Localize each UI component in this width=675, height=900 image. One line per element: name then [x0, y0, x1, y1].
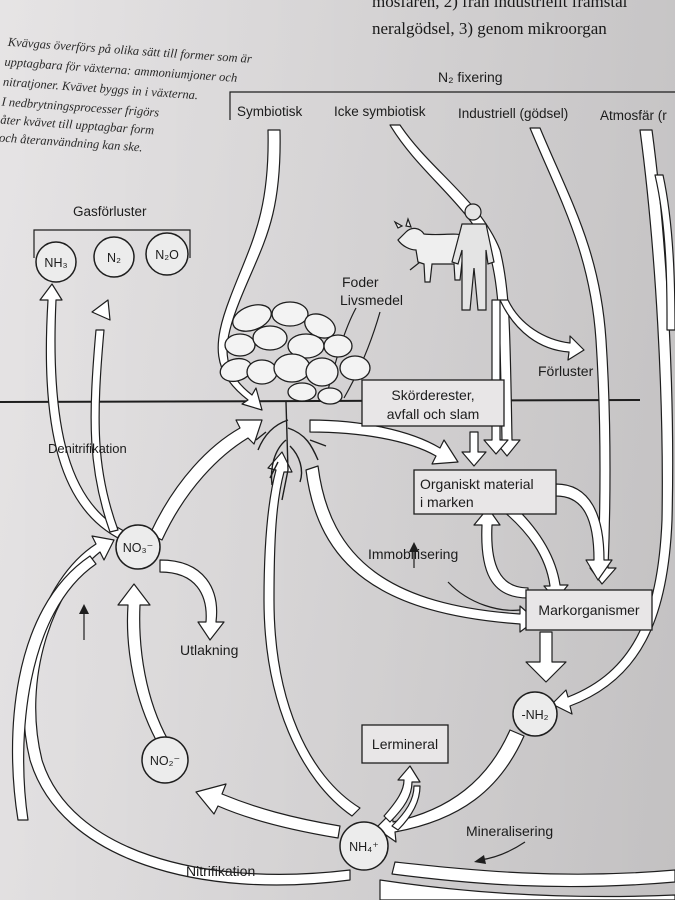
- label-foder: Foder: [342, 274, 379, 290]
- node-nh2-label: -NH₂: [521, 708, 548, 722]
- plant-illustration: [219, 301, 371, 405]
- box-skorderester: Skörderester, avfall och slam: [361, 379, 505, 427]
- plant-roots: [255, 401, 327, 501]
- arrow-immobilisering-curve: [447, 581, 521, 611]
- gas-n2o: N₂O: [145, 232, 189, 276]
- arrow-nh4-loop-left-2: [11, 555, 97, 821]
- label-immobilisering: Immobilisering: [368, 546, 458, 562]
- box-markorganismer: Markorganismer: [525, 589, 653, 631]
- arrow-no3-to-root: [149, 419, 263, 541]
- arrow-denitrification-nh3: [39, 283, 127, 541]
- arrow-nh4-to-no2: [195, 783, 341, 839]
- node-nh4-label: NH₄⁺: [349, 840, 379, 854]
- arrow-human-to-organic: [483, 299, 509, 455]
- gas-nh3: NH₃: [35, 241, 77, 283]
- arrow-denitrification-n2: [90, 329, 119, 533]
- gas-n2o-label: N₂O: [155, 248, 179, 262]
- fixation-bracket: [229, 91, 675, 120]
- gas-losses-title: Gasförluster: [73, 204, 147, 219]
- arrow-to-forluster: [499, 299, 585, 361]
- markorganismer-label: Markorganismer: [538, 602, 639, 618]
- arrow-residues-to-organic: [461, 431, 487, 467]
- arrow-lermineral-to-nh4: [391, 785, 421, 831]
- skorderester-line1: Skörderester,: [391, 387, 474, 403]
- arrow-nh4-loop-left: [23, 535, 351, 886]
- arrow-microbes-to-nh2: [525, 631, 567, 683]
- organiskt-line1: Organiskt material: [420, 476, 534, 492]
- label-livsmedel: Livsmedel: [340, 292, 403, 308]
- arrow-nh4-to-root: [263, 451, 361, 817]
- gas-nh3-label: NH₃: [44, 256, 67, 270]
- node-no2: NO₂⁻: [141, 736, 189, 784]
- top-text-line1: mosfären, 2) från industriellt framstäl: [372, 0, 628, 11]
- node-no3: NO₃⁻: [115, 524, 161, 570]
- label-mineralisering: Mineralisering: [466, 823, 553, 839]
- top-text-line2: neralgödsel, 3) genom mikroorgan: [372, 19, 607, 38]
- arrow-no3-leaching: [159, 559, 225, 641]
- fixation-atmosfar: Atmosfär (r: [600, 108, 667, 123]
- arrow-industriell-down: [529, 127, 617, 585]
- box-lermineral: Lermineral: [361, 724, 449, 764]
- fixation-industriell: Industriell (gödsel): [458, 106, 568, 121]
- plant-food-line: [343, 311, 381, 399]
- node-nh4: NH₄⁺: [339, 821, 389, 871]
- node-no3-label: NO₃⁻: [123, 541, 153, 555]
- fixation-icke-symbiotisk: Icke symbiotisk: [334, 104, 426, 119]
- node-nh2: -NH₂: [512, 691, 558, 737]
- arrow-atmosfar-to-nh2: [551, 129, 674, 715]
- arrow-symbiotisk-to-plant: [217, 129, 281, 411]
- skorderester-line2: avfall och slam: [387, 406, 480, 422]
- person-illustration: [451, 203, 495, 311]
- arrow-outer-right: [654, 174, 675, 331]
- gas-n2-label: N₂: [107, 251, 121, 265]
- arrow-denitrification-n2-head: [91, 299, 111, 321]
- organiskt-line2: i marken: [420, 494, 474, 510]
- fixation-symbiotisk: Symbiotisk: [237, 104, 303, 119]
- n2-fixation-title: N₂ fixering: [438, 69, 503, 85]
- label-nitrifikation: Nitrifikation: [186, 863, 255, 879]
- arrow-nh4-to-lermineral: [383, 765, 421, 823]
- gas-losses-bracket: [33, 229, 191, 258]
- label-forluster: Förluster: [538, 363, 594, 379]
- arrow-no2-to-no3: [117, 583, 169, 741]
- arrow-organic-to-microbes: [555, 483, 613, 581]
- label-utlakning: Utlakning: [180, 642, 238, 658]
- node-no2-label: NO₂⁻: [150, 754, 180, 768]
- label-denitrifikation: Denitrifikation: [48, 441, 127, 456]
- gas-n2: N₂: [93, 236, 135, 278]
- box-organiskt-material: Organiskt material i marken: [413, 469, 557, 515]
- arrow-bottom-right-1: [391, 861, 675, 888]
- lermineral-label: Lermineral: [372, 736, 438, 752]
